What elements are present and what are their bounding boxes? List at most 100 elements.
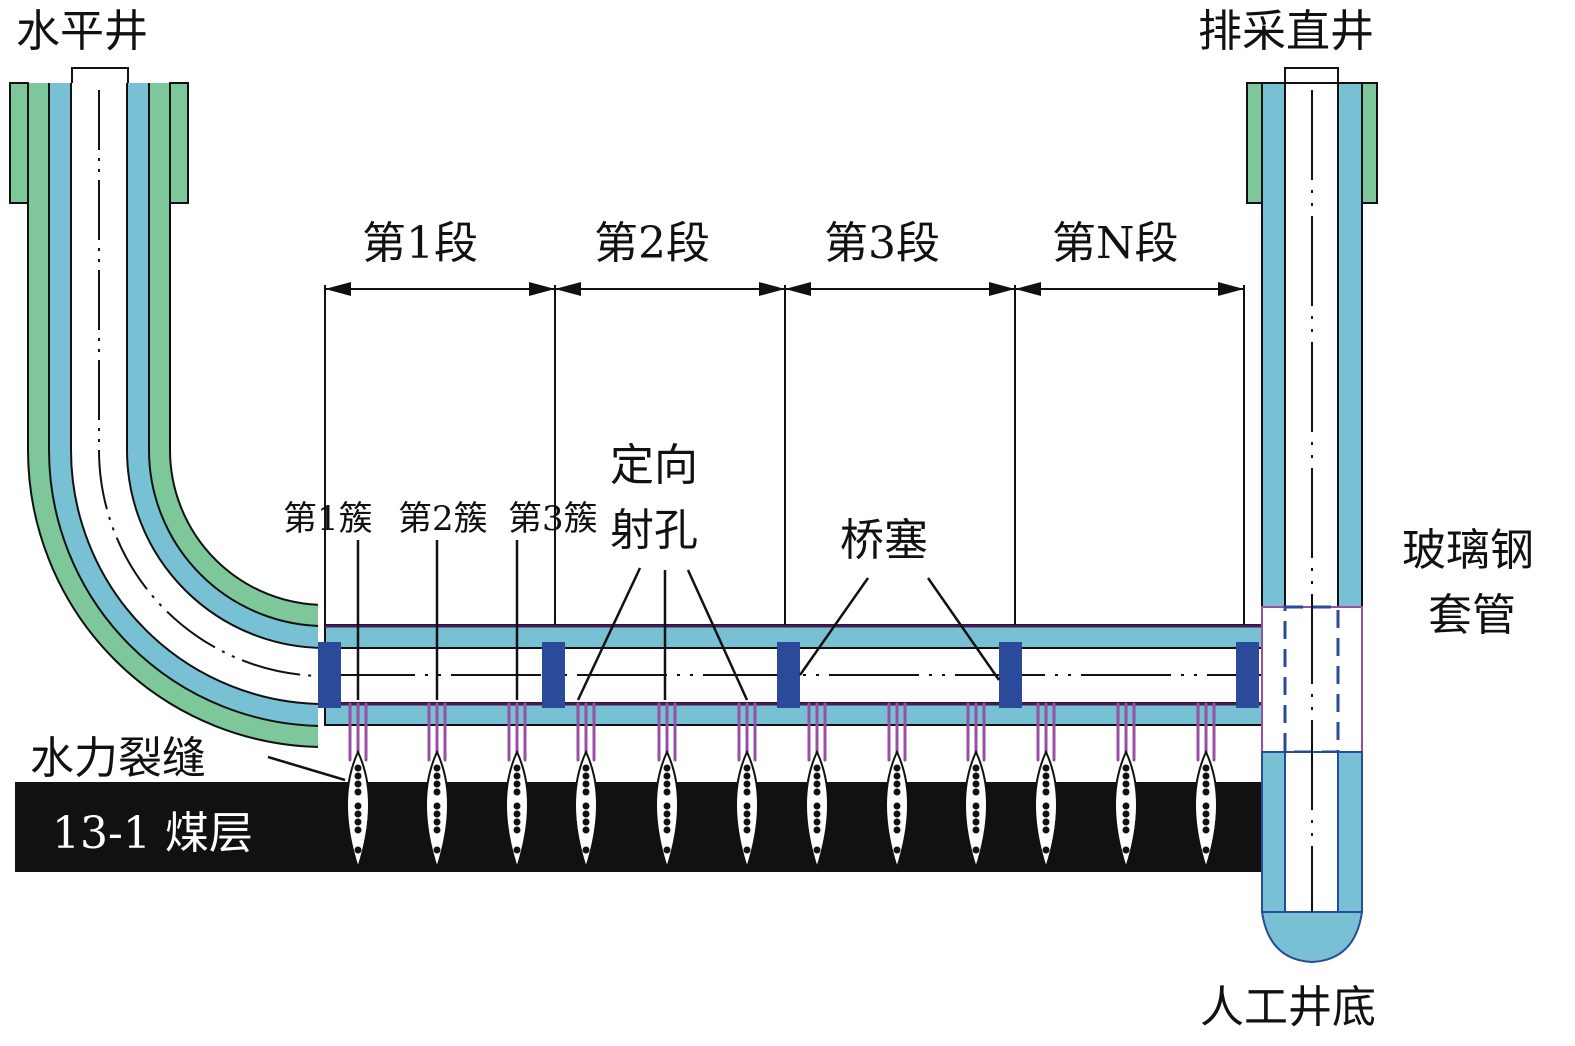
directional-perforation-label-2: 射孔 bbox=[610, 505, 698, 556]
proppant-dot bbox=[893, 802, 901, 810]
fracture bbox=[1034, 702, 1058, 872]
arrowhead bbox=[989, 282, 1015, 296]
proppant-dot bbox=[743, 810, 751, 818]
proppant-dot bbox=[1122, 780, 1130, 788]
proppant-dot bbox=[972, 772, 980, 780]
proppant-dot bbox=[1202, 818, 1210, 826]
fracture bbox=[655, 702, 679, 872]
fractures bbox=[346, 702, 1218, 872]
bridge-plug-label: 桥塞 bbox=[840, 515, 928, 566]
arrowhead bbox=[1218, 282, 1244, 296]
proppant-dot bbox=[743, 846, 751, 854]
proppant-dot bbox=[1042, 764, 1050, 772]
proppant-dot bbox=[354, 818, 362, 826]
proppant-dot bbox=[743, 788, 751, 796]
wellhead-flange-right bbox=[169, 82, 189, 204]
proppant-dot bbox=[433, 788, 441, 796]
proppant-dot bbox=[743, 780, 751, 788]
fracture bbox=[425, 702, 449, 872]
proppant-dot bbox=[582, 772, 590, 780]
proppant-dot bbox=[354, 846, 362, 854]
proppant-dot bbox=[663, 802, 671, 810]
frp-casing-label-1: 玻璃钢 bbox=[1402, 525, 1534, 576]
proppant-dot bbox=[1122, 802, 1130, 810]
proppant-dot bbox=[1202, 810, 1210, 818]
proppant-dot bbox=[1122, 826, 1130, 834]
proppant-dot bbox=[1042, 810, 1050, 818]
proppant-dot bbox=[893, 764, 901, 772]
stage-2-label: 第2段 bbox=[594, 218, 710, 269]
proppant-dot bbox=[582, 818, 590, 826]
horizontal-well bbox=[9, 67, 327, 750]
proppant-dot bbox=[1042, 780, 1050, 788]
proppant-dot bbox=[1122, 788, 1130, 796]
stage-3-label: 第3段 bbox=[824, 218, 940, 269]
proppant-dot bbox=[893, 826, 901, 834]
proppant-dot bbox=[354, 810, 362, 818]
proppant-dot bbox=[513, 846, 521, 854]
cluster-3-label: 第3簇 bbox=[508, 499, 598, 539]
proppant-dot bbox=[813, 764, 821, 772]
bridge-plug bbox=[999, 642, 1022, 708]
proppant-dot bbox=[743, 802, 751, 810]
proppant-dot bbox=[893, 810, 901, 818]
proppant-dot bbox=[972, 818, 980, 826]
proppant-dot bbox=[582, 780, 590, 788]
proppant-dot bbox=[663, 780, 671, 788]
proppant-dot bbox=[1042, 788, 1050, 796]
arrowhead bbox=[785, 282, 811, 296]
proppant-dot bbox=[582, 826, 590, 834]
proppant-dot bbox=[513, 818, 521, 826]
proppant-dot bbox=[1122, 818, 1130, 826]
wellhead-flange-left bbox=[9, 82, 29, 204]
arrowhead bbox=[555, 282, 581, 296]
proppant-dot bbox=[433, 810, 441, 818]
proppant-dot bbox=[1122, 846, 1130, 854]
bridge-plug bbox=[542, 642, 565, 708]
proppant-dot bbox=[433, 764, 441, 772]
proppant-dot bbox=[813, 772, 821, 780]
arrowhead bbox=[325, 282, 351, 296]
proppant-dot bbox=[972, 764, 980, 772]
cluster-1-label: 第1簇 bbox=[283, 499, 373, 539]
proppant-dot bbox=[743, 772, 751, 780]
stage-dimensions bbox=[324, 282, 1245, 625]
fracture bbox=[805, 702, 829, 872]
proppant-dot bbox=[433, 846, 441, 854]
proppant-dot bbox=[1042, 802, 1050, 810]
proppant-dot bbox=[582, 810, 590, 818]
bridge-plug bbox=[1236, 642, 1259, 708]
proppant-dot bbox=[433, 780, 441, 788]
proppant-dot bbox=[354, 780, 362, 788]
proppant-dot bbox=[433, 772, 441, 780]
proppant-dot bbox=[893, 780, 901, 788]
proppant-dot bbox=[354, 772, 362, 780]
fracture bbox=[1194, 702, 1218, 872]
proppant-dot bbox=[972, 802, 980, 810]
bridge-plug bbox=[318, 642, 341, 708]
proppant-dot bbox=[972, 788, 980, 796]
horizontal-well-label: 水平井 bbox=[16, 6, 148, 57]
proppant-dot bbox=[1202, 788, 1210, 796]
artificial-bottom-label: 人工井底 bbox=[1200, 982, 1376, 1033]
proppant-dot bbox=[972, 780, 980, 788]
proppant-dot bbox=[513, 788, 521, 796]
proppant-dot bbox=[1202, 780, 1210, 788]
fracture bbox=[346, 702, 370, 872]
leader-lines bbox=[267, 540, 1001, 782]
bridge-plug bbox=[777, 642, 800, 708]
proppant-dot bbox=[893, 818, 901, 826]
proppant-dot bbox=[663, 772, 671, 780]
proppant-dot bbox=[354, 764, 362, 772]
proppant-dot bbox=[582, 788, 590, 796]
hydraulic-fracture-label: 水力裂缝 bbox=[30, 733, 206, 784]
proppant-dot bbox=[1122, 772, 1130, 780]
bridge-plugs bbox=[318, 642, 1259, 708]
frp-casing-label-2: 套管 bbox=[1428, 590, 1516, 641]
wellhead-flange-left bbox=[1246, 82, 1263, 204]
proppant-dot bbox=[1042, 818, 1050, 826]
proppant-dot bbox=[743, 818, 751, 826]
proppant-dot bbox=[1122, 810, 1130, 818]
proppant-dot bbox=[513, 764, 521, 772]
